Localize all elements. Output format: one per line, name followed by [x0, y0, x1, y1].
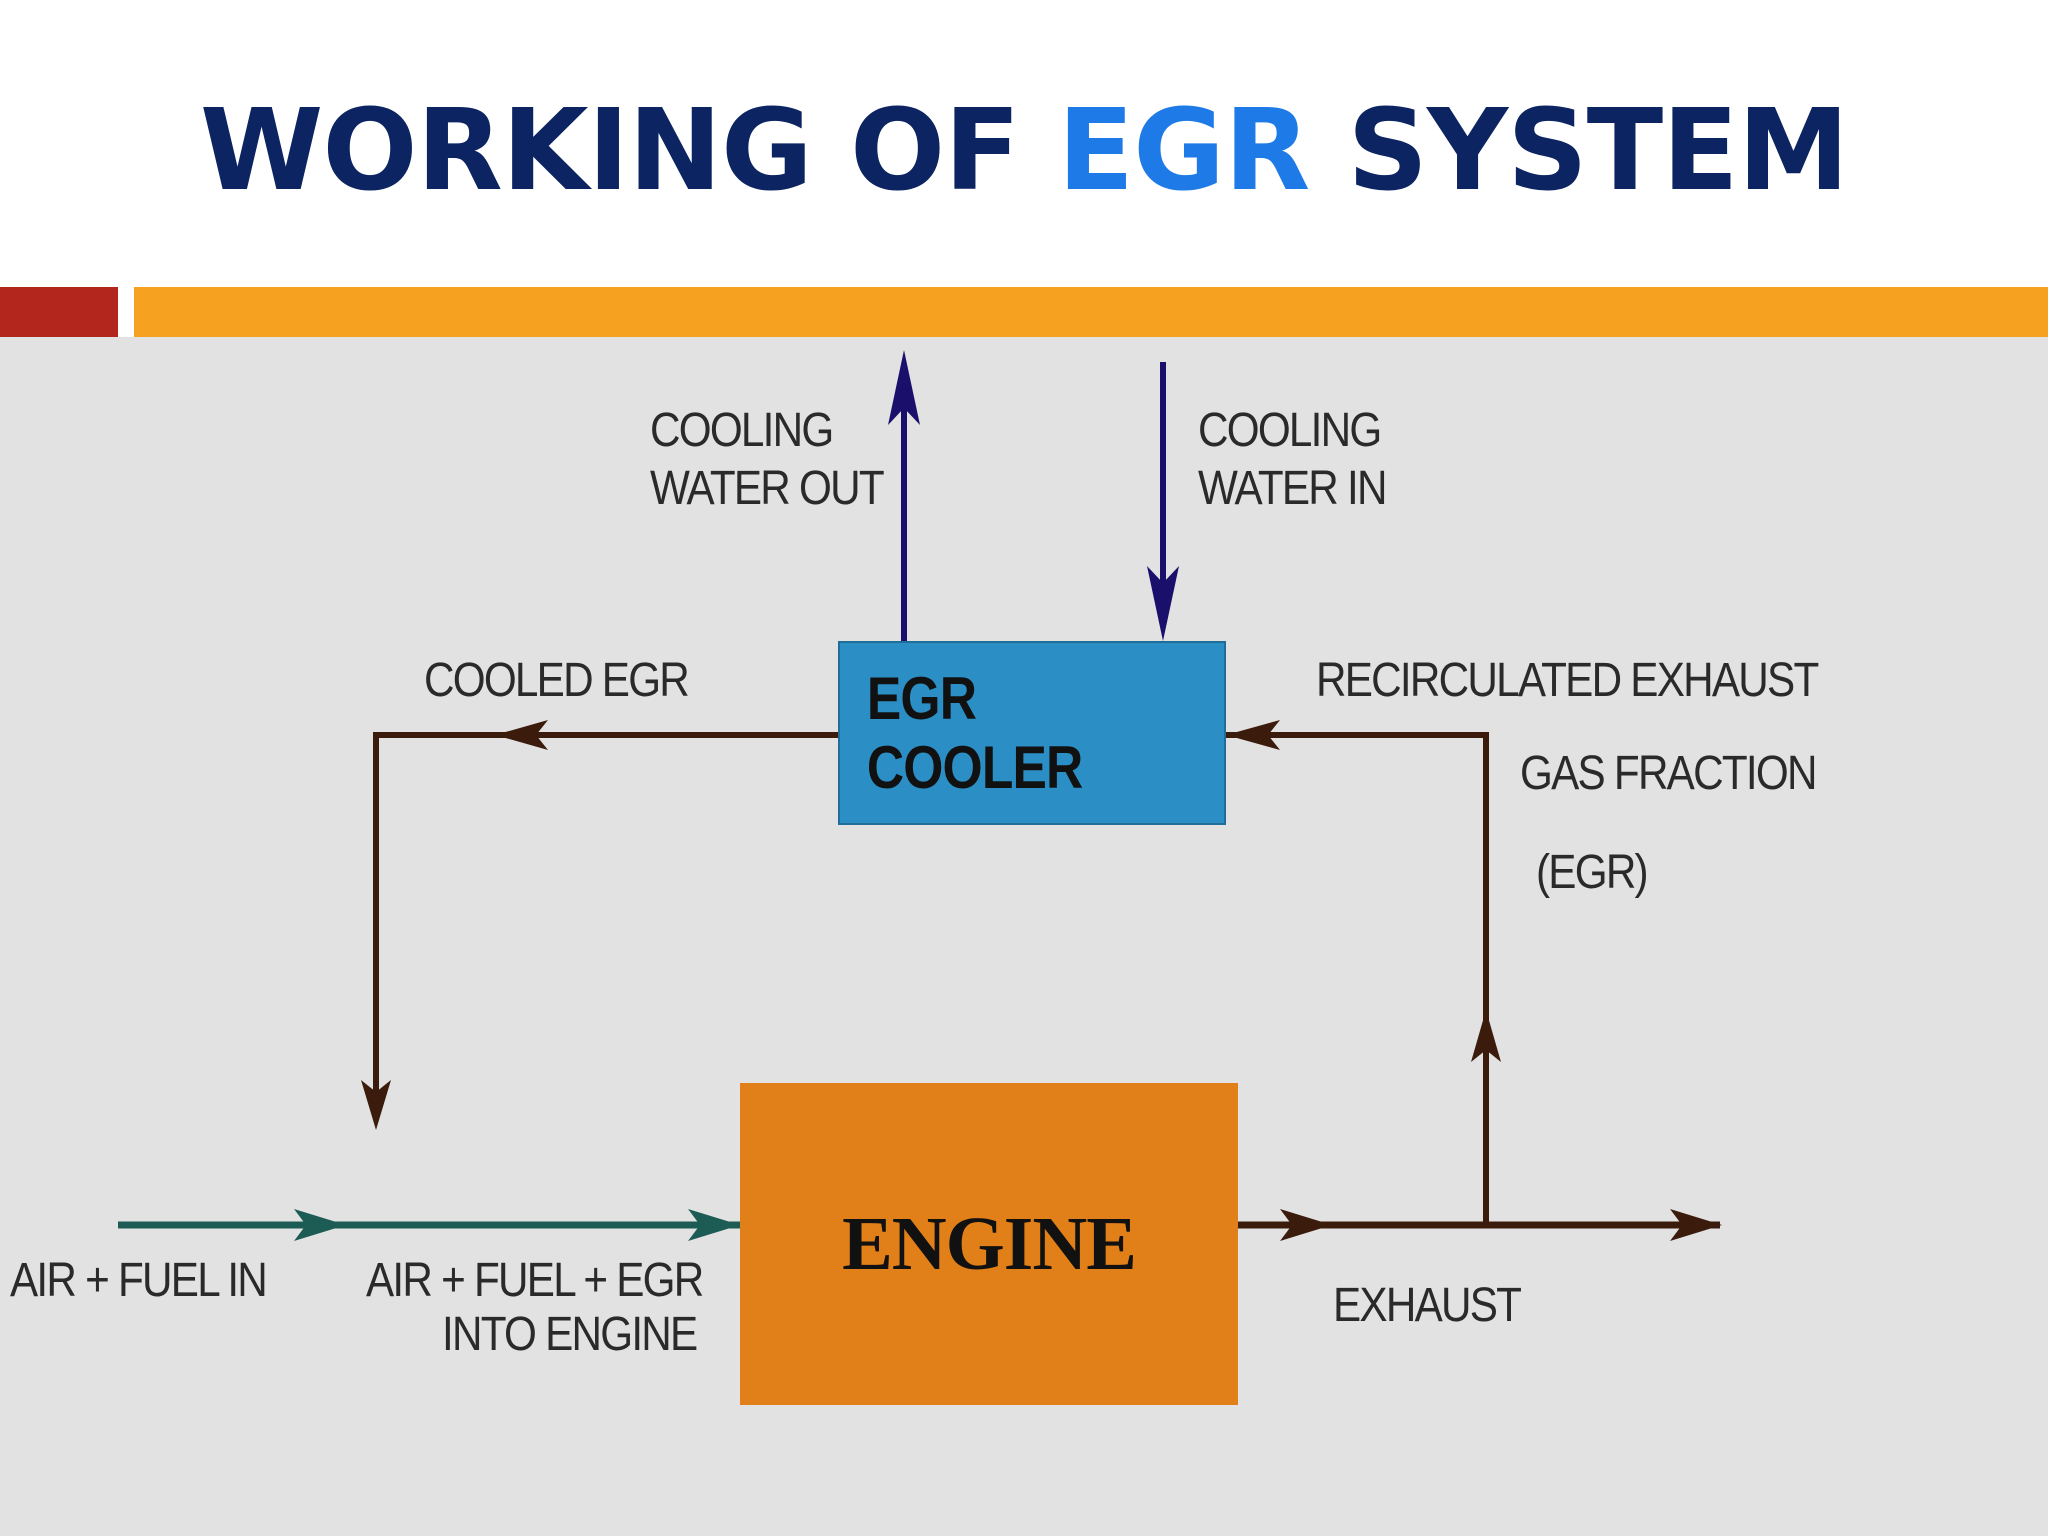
recirculated-exhaust-line2: GAS FRACTION — [1520, 747, 1817, 800]
exhaust-label: EXHAUST — [1333, 1279, 1522, 1332]
cooling-water-out-arrow — [888, 350, 920, 641]
header-bar-orange — [134, 287, 2048, 337]
egr-cooler-box: EGR COOLER — [838, 641, 1226, 825]
title-part1: WORKING OF — [199, 86, 1058, 216]
cooled-egr-label: COOLED EGR — [424, 654, 690, 707]
air-fuel-egr-line2: INTO ENGINE — [442, 1308, 698, 1361]
cooled-egr-path — [361, 720, 838, 1130]
cooling-water-out-line1: COOLING — [650, 404, 834, 457]
recirculated-exhaust-line3: (EGR) — [1536, 846, 1649, 899]
engine-label: ENGINE — [842, 1201, 1137, 1286]
exhaust-line — [1238, 1209, 1722, 1241]
engine-box: ENGINE — [740, 1083, 1238, 1405]
intake-line — [118, 1209, 740, 1241]
air-fuel-egr-line1: AIR + FUEL + EGR — [366, 1254, 704, 1307]
air-fuel-in-label: AIR + FUEL IN — [10, 1254, 268, 1307]
cooling-water-in-arrow — [1147, 362, 1179, 641]
cooling-water-in-line2: WATER IN — [1198, 462, 1387, 515]
recirculated-exhaust-line1: RECIRCULATED EXHAUST — [1316, 654, 1819, 707]
title-part2: SYSTEM — [1309, 86, 1849, 216]
cooling-water-out-line2: WATER OUT — [650, 462, 885, 515]
title-accent: EGR — [1057, 86, 1311, 216]
cooling-water-in-line1: COOLING — [1198, 404, 1382, 457]
egr-cooler-label: EGR COOLER — [866, 665, 1083, 801]
cooling-water-out-label: COOLING WATER OUT — [650, 402, 885, 518]
slide-title: WORKING OF EGR SYSTEM — [0, 95, 2048, 207]
recirculated-exhaust-path — [1226, 720, 1501, 1225]
cooling-water-in-label: COOLING WATER IN — [1198, 402, 1387, 518]
header-bar-red — [0, 287, 118, 337]
